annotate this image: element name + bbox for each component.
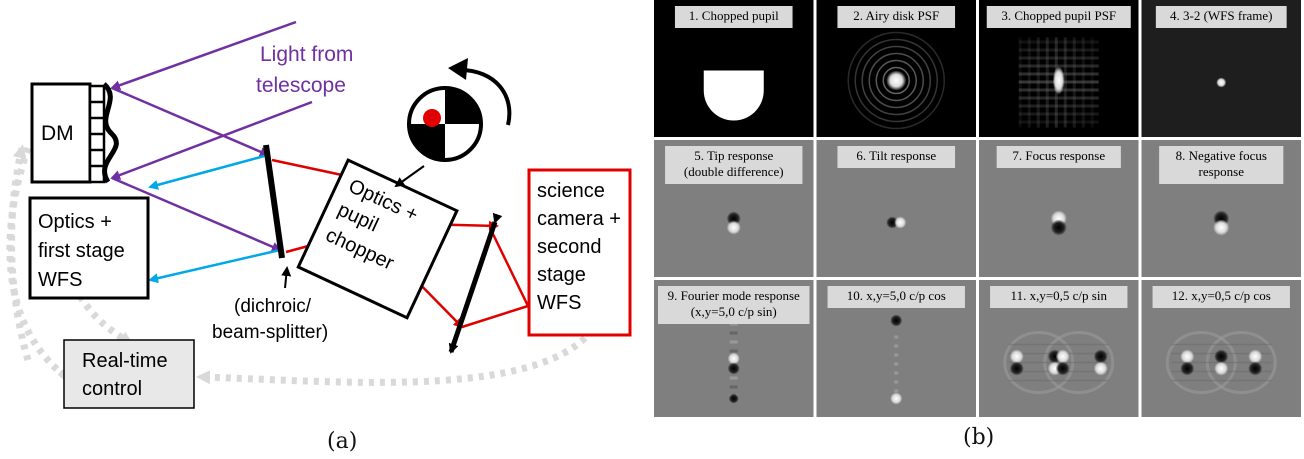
rotation-arrow-icon [459, 68, 512, 126]
dm-label: DM [41, 122, 74, 145]
first-stage-wfs-box [28, 196, 150, 300]
response-panel-5: 5. Tip response(double difference) [654, 140, 814, 277]
chopper-wheel-icon [407, 86, 483, 162]
response-image-grid: 1. Chopped pupil 2. Airy disk PSF 3. Chopp… [654, 0, 1301, 417]
response-panel-3: 3. Chopped pupil PSF [979, 0, 1139, 137]
response-panel-12: 12. x,y=0,5 c/p cos [1141, 280, 1301, 417]
panel-label: 3. Chopped pupil PSF [1001, 8, 1116, 23]
dm-reflect-ray-1 [111, 86, 270, 157]
focusing-lens [448, 212, 503, 354]
feedback-rtc-to-dm [8, 144, 32, 362]
panel-label-box [665, 146, 803, 184]
dm-deformable-surface [102, 82, 119, 184]
response-panel-6: 6. Tilt response [816, 140, 976, 277]
light-from-telescope-label: Light from telescope [256, 43, 359, 97]
pupil-chopper-box: Optics + pupil chopper [296, 158, 459, 320]
caption-a: (a) [327, 429, 357, 454]
panel-label-box [990, 286, 1128, 308]
feedback-science-to-rtc [196, 335, 588, 386]
response-panel-10: 10. x,y=5,0 c/p cos [816, 280, 976, 417]
panel-label-box [658, 286, 810, 324]
response-panel-4: 4. 3-2 (WFS frame) [1141, 0, 1301, 137]
panel-label: 9. Fourier mode response(x,y=5,0 c/p sin… [668, 288, 800, 319]
panel-label-box [996, 146, 1121, 168]
panel-label-box [837, 146, 956, 168]
science-ray-upper [271, 158, 343, 177]
panel-label: 4. 3-2 (WFS frame) [1170, 8, 1273, 23]
response-panel-11: 11. x,y=0,5 c/p sin [979, 280, 1139, 417]
chopper-pointer-arrow [394, 165, 425, 188]
optical-system-diagram: DM Optics + first stage WFS (dichroic/ b… [6, 20, 632, 454]
response-panel-1: 1. Chopped pupil [654, 0, 814, 137]
science-ray-to-camera-1 [490, 231, 530, 307]
panel-label: 12. x,y=0,5 c/p cos [1172, 288, 1271, 303]
science-camera-box [527, 168, 632, 337]
panel-label-box [1152, 286, 1290, 308]
response-panel-7: 7. Focus response [979, 140, 1139, 277]
panel-label: 6. Tilt response [856, 148, 936, 163]
dichroic-pointer-arrow [281, 266, 292, 289]
dichroic-beam-splitter [263, 144, 285, 259]
telescope-ray-1 [110, 20, 297, 91]
dichroic-label: (dichroic/ beam-splitter) [212, 296, 328, 343]
dm-actuators [88, 84, 106, 184]
panel-label: 2. Airy disk PSF [853, 8, 939, 23]
caption-b: (b) [963, 425, 995, 450]
telescope-ray-2 [110, 100, 313, 180]
dm-reflect-ray-2 [111, 176, 282, 252]
science-ray-to-camera-2 [461, 304, 529, 329]
feedback-first-stage-to-rtc [77, 294, 134, 346]
panel-label-box [837, 6, 956, 28]
panel-label-box [986, 6, 1131, 28]
real-time-control-label: Real-time control [82, 350, 173, 400]
panel-label: 5. Tip response(double difference) [684, 148, 784, 179]
panel-label: 7. Focus response [1012, 148, 1105, 163]
panel-label: 1. Chopped pupil [689, 8, 779, 23]
panel-label: 11. x,y=0,5 c/p sin [1011, 288, 1108, 303]
panel-label: 10. x,y=5,0 c/p cos [847, 288, 946, 303]
real-time-control-box [63, 339, 195, 409]
first-stage-ray-2 [148, 248, 281, 284]
science-camera-label: science camera + second stage WFS [537, 180, 627, 314]
first-stage-wfs-label: Optics + first stage WFS [38, 211, 130, 291]
panel-label-box [1159, 146, 1284, 184]
first-stage-ray-1 [148, 153, 269, 190]
panel-label-box [674, 6, 793, 28]
panel-label-box [827, 286, 965, 308]
rotation-arrowhead [448, 58, 468, 80]
response-panel-9: 9. Fourier mode response(x,y=5,0 c/p sin… [654, 280, 814, 417]
panel-label-box [1155, 6, 1287, 28]
response-panel-2: 2. Airy disk PSF [816, 0, 976, 137]
